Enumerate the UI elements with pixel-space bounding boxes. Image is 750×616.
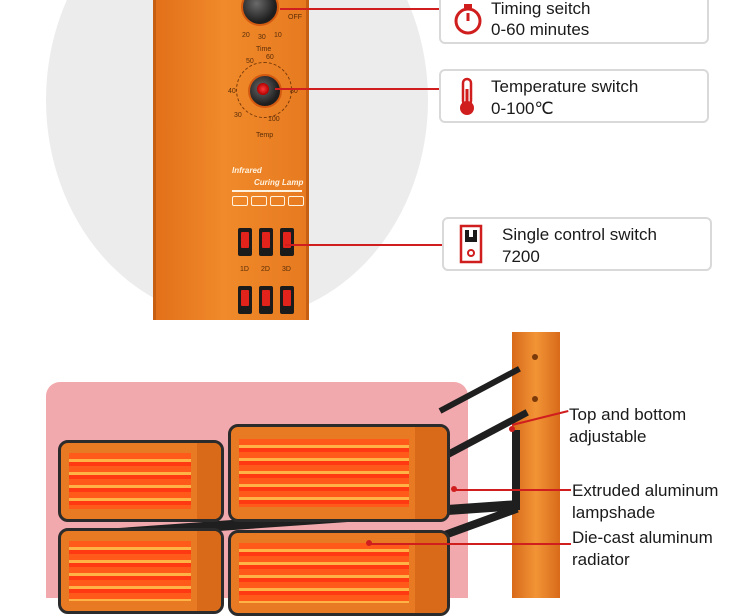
callout-timing-switch: Timing seitch 0-60 minutes xyxy=(439,0,709,44)
temp-knob-cap xyxy=(257,83,269,95)
callout-subtitle: 7200 xyxy=(502,247,540,266)
temp-label: Temp xyxy=(256,132,274,139)
timer-tick: 30 xyxy=(258,34,266,41)
stopwatch-icon xyxy=(454,4,482,35)
callout-subtitle: 0-100℃ xyxy=(491,99,554,118)
switch-label: 2D xyxy=(261,266,270,273)
callout-title: Temperature switch xyxy=(491,77,639,96)
callout-line: lampshade xyxy=(572,503,656,522)
callout-title: Timing seitch xyxy=(491,0,591,18)
lamp-head xyxy=(58,440,224,522)
icon-strip xyxy=(232,196,304,206)
callout-single-control-switch: Single control switch 7200 xyxy=(442,217,712,271)
timer-tick: 10 xyxy=(274,32,282,39)
pole-hole xyxy=(532,396,538,402)
callout-radiator: Die-cast aluminum radiator xyxy=(572,527,713,571)
timer-tick: 20 xyxy=(242,32,250,39)
callout-dot xyxy=(509,426,515,432)
lamp-head xyxy=(58,528,224,614)
temp-tick: 40 xyxy=(228,88,236,95)
temp-tick: 80 xyxy=(290,88,298,95)
callout-temperature-switch: Temperature switch 0-100℃ xyxy=(439,69,709,123)
leader-line-radiator xyxy=(370,543,571,545)
brand-line2: Curing Lamp xyxy=(254,178,304,187)
callout-line: Die-cast aluminum xyxy=(572,528,713,547)
brand-line1: Infrared xyxy=(232,166,262,175)
leader-line-switch xyxy=(285,244,443,246)
callout-dot xyxy=(366,540,372,546)
callout-dot xyxy=(451,486,457,492)
callout-subtitle: 0-60 minutes xyxy=(491,20,590,39)
lamp-head xyxy=(228,424,450,522)
switch-label: 3D xyxy=(282,266,291,273)
callout-lampshade: Extruded aluminum lampshade xyxy=(572,480,718,524)
thermometer-icon xyxy=(460,77,474,115)
leader-line-lampshade xyxy=(455,489,571,491)
pole-hole xyxy=(532,354,538,360)
callout-line: Top and bottom xyxy=(569,405,687,424)
callout-adjustable: Top and bottom adjustable xyxy=(569,404,686,448)
temp-tick: 50 xyxy=(246,58,254,65)
leader-line-temp xyxy=(275,88,440,90)
rocker-switch[interactable] xyxy=(238,228,252,256)
callout-line: adjustable xyxy=(569,427,647,446)
rocker-switch[interactable] xyxy=(280,228,294,256)
callout-line: Extruded aluminum xyxy=(572,481,719,500)
stand-pole xyxy=(512,332,560,598)
temp-tick: 60 xyxy=(266,54,274,61)
gas-strut xyxy=(512,430,520,510)
temp-dial-ring xyxy=(236,62,292,118)
timer-knob xyxy=(241,0,279,26)
rocker-switch-icon xyxy=(459,224,483,264)
switch-label: 1D xyxy=(240,266,249,273)
temp-tick: 30 xyxy=(234,112,242,119)
rocker-switch[interactable] xyxy=(259,286,273,314)
control-panel-image: OFF 20 30 10 Time 50 60 40 80 30 100 Tem… xyxy=(153,0,309,320)
off-label: OFF xyxy=(288,14,302,21)
rocker-switch[interactable] xyxy=(238,286,252,314)
rocker-switch[interactable] xyxy=(280,286,294,314)
callout-line: radiator xyxy=(572,550,630,569)
time-label: Time xyxy=(256,46,272,53)
leader-line-timer xyxy=(280,8,440,10)
brand-swoosh xyxy=(232,190,302,192)
rocker-switch[interactable] xyxy=(259,228,273,256)
temp-tick: 100 xyxy=(268,116,280,123)
callout-title: Single control switch xyxy=(502,225,657,244)
